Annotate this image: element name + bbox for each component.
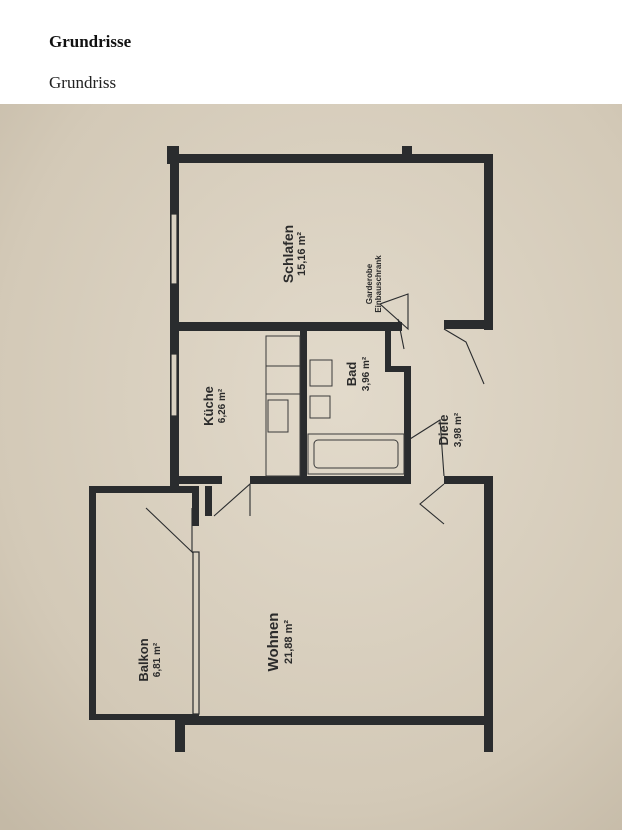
wall-balcony-right-top	[192, 486, 199, 526]
balcony-door-glass	[192, 551, 200, 715]
wall-balcony-left	[89, 486, 96, 718]
door-balcony	[145, 507, 193, 554]
wall-living-top-stub	[205, 486, 212, 516]
wall-balcony-top	[89, 486, 199, 493]
wall-top-stub	[402, 146, 412, 160]
door-kitchen	[213, 482, 251, 517]
door-bath	[409, 419, 445, 477]
room-area-kueche: 6,26 m²	[217, 388, 228, 423]
wall-diele-bottom	[444, 476, 493, 484]
door-bedroom	[378, 293, 409, 331]
wall-right-upper	[484, 154, 493, 330]
door-diele	[419, 483, 445, 525]
wall-balcony-bottom	[89, 714, 199, 720]
kitchen-counter	[265, 335, 301, 477]
room-name-balkon: Balkon	[136, 638, 151, 681]
wall-corner-br	[484, 716, 493, 752]
windows	[170, 213, 200, 715]
doors	[145, 293, 485, 554]
wall-top	[170, 154, 490, 163]
room-area-wohnen: 21,88 m²	[283, 620, 295, 664]
wall-kitchen-bottom-2	[250, 476, 306, 484]
room-name-kueche: Küche	[201, 386, 216, 426]
paper-background	[0, 104, 622, 830]
bathtub	[307, 433, 405, 475]
page-title: Grundrisse	[49, 32, 132, 51]
wall-bath-notch	[385, 366, 411, 372]
wall-left-upper	[170, 151, 179, 486]
wall-corner-bl	[175, 716, 185, 752]
fixtures	[265, 335, 405, 477]
floor-plan-photo: Schlafen 15,16 m² Garderobe Einbauschran…	[0, 104, 622, 830]
toilet	[309, 359, 333, 387]
kitchen-sink	[267, 399, 289, 433]
wall-kitchen-bottom	[170, 476, 222, 484]
wall-bath-bottom	[300, 476, 410, 484]
room-name-schlafen: Schlafen	[280, 225, 296, 283]
room-name-bad: Bad	[344, 362, 359, 387]
wall-right-notch	[444, 320, 493, 329]
room-area-diele: 3,98 m²	[453, 412, 464, 447]
door-front	[443, 328, 485, 385]
wardrobe-label-1: Garderobe	[365, 263, 374, 304]
walls	[89, 146, 493, 752]
window-bedroom	[170, 213, 178, 285]
wardrobe-pointer	[397, 318, 405, 350]
page-subtitle: Grundriss	[49, 73, 117, 92]
room-name-wohnen: Wohnen	[265, 613, 282, 672]
room-area-balkon: 6,81 m²	[152, 642, 163, 677]
wall-bath-right	[404, 366, 411, 484]
floor-plan-svg: Schlafen 15,16 m² Garderobe Einbauschran…	[0, 104, 622, 830]
wall-right-lower	[484, 476, 493, 751]
bathtub-inner	[313, 439, 399, 469]
bath-sink	[309, 395, 331, 419]
window-kitchen	[170, 353, 178, 417]
room-area-bad: 3,96 m²	[361, 356, 372, 391]
wall-bath-notch-v	[385, 331, 391, 371]
wall-bedroom-bottom	[170, 322, 402, 331]
room-name-diele: Diele	[436, 414, 451, 445]
wardrobe-label-2: Einbauschrank	[374, 255, 383, 313]
room-area-schlafen: 15,16 m²	[296, 232, 308, 276]
wall-kitchen-bath	[300, 322, 307, 482]
wall-bottom	[178, 716, 493, 725]
room-labels: Schlafen 15,16 m² Garderobe Einbauschran…	[136, 225, 464, 682]
